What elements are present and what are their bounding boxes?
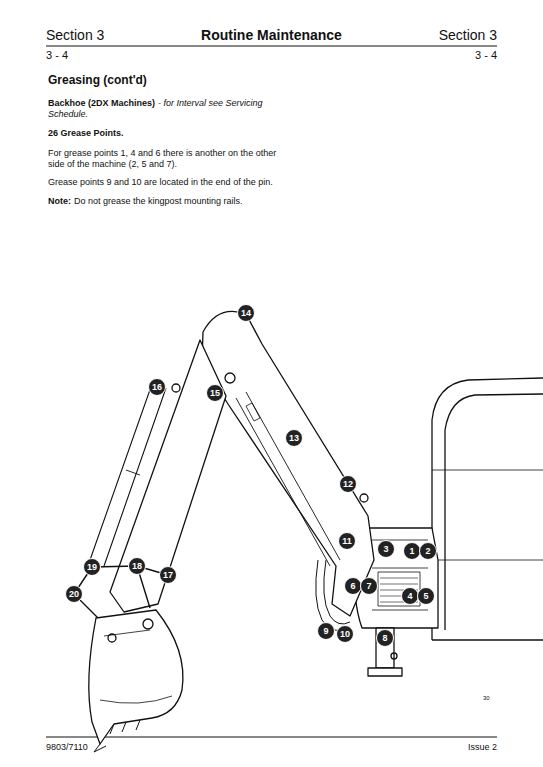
callout-number: 9: [317, 622, 335, 640]
body-paragraph: Grease points 9 and 10 are located in th…: [48, 177, 308, 188]
note-text: Do not grease the kingpost mounting rail…: [74, 196, 243, 206]
body-paragraph: Note:Do not grease the kingpost mounting…: [48, 196, 308, 207]
machine-body-inner: [445, 394, 543, 630]
stabiliser-foot: [368, 668, 402, 676]
note-label: Note:: [48, 196, 71, 206]
callout-number: 18: [128, 557, 146, 575]
pin: [360, 494, 368, 502]
footer-rule: [46, 737, 497, 738]
callout-number: 14: [237, 304, 255, 322]
callout-number: 13: [285, 429, 303, 447]
callout-number: 2: [419, 542, 437, 560]
pin: [108, 634, 116, 642]
body-text: Backhoe (2DX Machines): [48, 98, 155, 108]
figure-number: 30: [483, 695, 490, 701]
body-paragraph: Backhoe (2DX Machines)- for Interval see…: [48, 98, 280, 120]
machine-base: [432, 639, 543, 640]
body-text: Grease points 9 and 10 are located in th…: [48, 177, 273, 187]
body-text: For grease points 1, 4 and 6 there is an…: [48, 148, 276, 169]
bucket: [89, 610, 183, 744]
callout-number: 19: [83, 558, 101, 576]
hoses: [316, 560, 350, 631]
machine-panel: [432, 470, 543, 560]
pin: [225, 373, 235, 383]
header-rule: [46, 46, 497, 47]
pin: [172, 384, 180, 392]
callout-number: 11: [338, 532, 356, 550]
body-paragraph: For grease points 1, 4 and 6 there is an…: [48, 148, 280, 170]
section-heading: Greasing (cont'd): [48, 73, 147, 87]
page-number: 3 - 4: [46, 49, 68, 61]
stabiliser-leg: [376, 628, 394, 668]
swing-ram: [378, 572, 420, 606]
bucket-ram-collar: [126, 470, 140, 475]
boom-ram: [236, 392, 340, 566]
issue-number: Issue 2: [468, 742, 497, 752]
body-text: 26 Grease Points.: [48, 128, 124, 138]
callout-number: 10: [336, 625, 354, 643]
pin: [391, 653, 397, 659]
section-heading: Section 3: [439, 27, 497, 43]
dipper: [110, 340, 226, 612]
section-heading: Section 3: [46, 27, 104, 43]
callout-number: 3: [377, 540, 395, 558]
pin: [143, 619, 153, 629]
bucket-teeth: [94, 720, 140, 752]
callout-number: 20: [65, 585, 83, 603]
callout-number: 5: [417, 587, 435, 605]
document-number: 9803/7110: [46, 742, 88, 752]
boom: [202, 311, 374, 616]
callout-number: 7: [360, 577, 378, 595]
bucket-ram: [90, 384, 166, 566]
boom-ram-end: [246, 403, 260, 421]
callout-number: 16: [148, 378, 166, 396]
page-number: 3 - 4: [475, 49, 497, 61]
callout-number: 12: [339, 475, 357, 493]
bucket-edges: [100, 630, 172, 703]
callout-number: 17: [159, 566, 177, 584]
machine-body: [432, 378, 543, 640]
callout-number: 15: [206, 384, 224, 402]
callout-number: 8: [376, 629, 394, 647]
